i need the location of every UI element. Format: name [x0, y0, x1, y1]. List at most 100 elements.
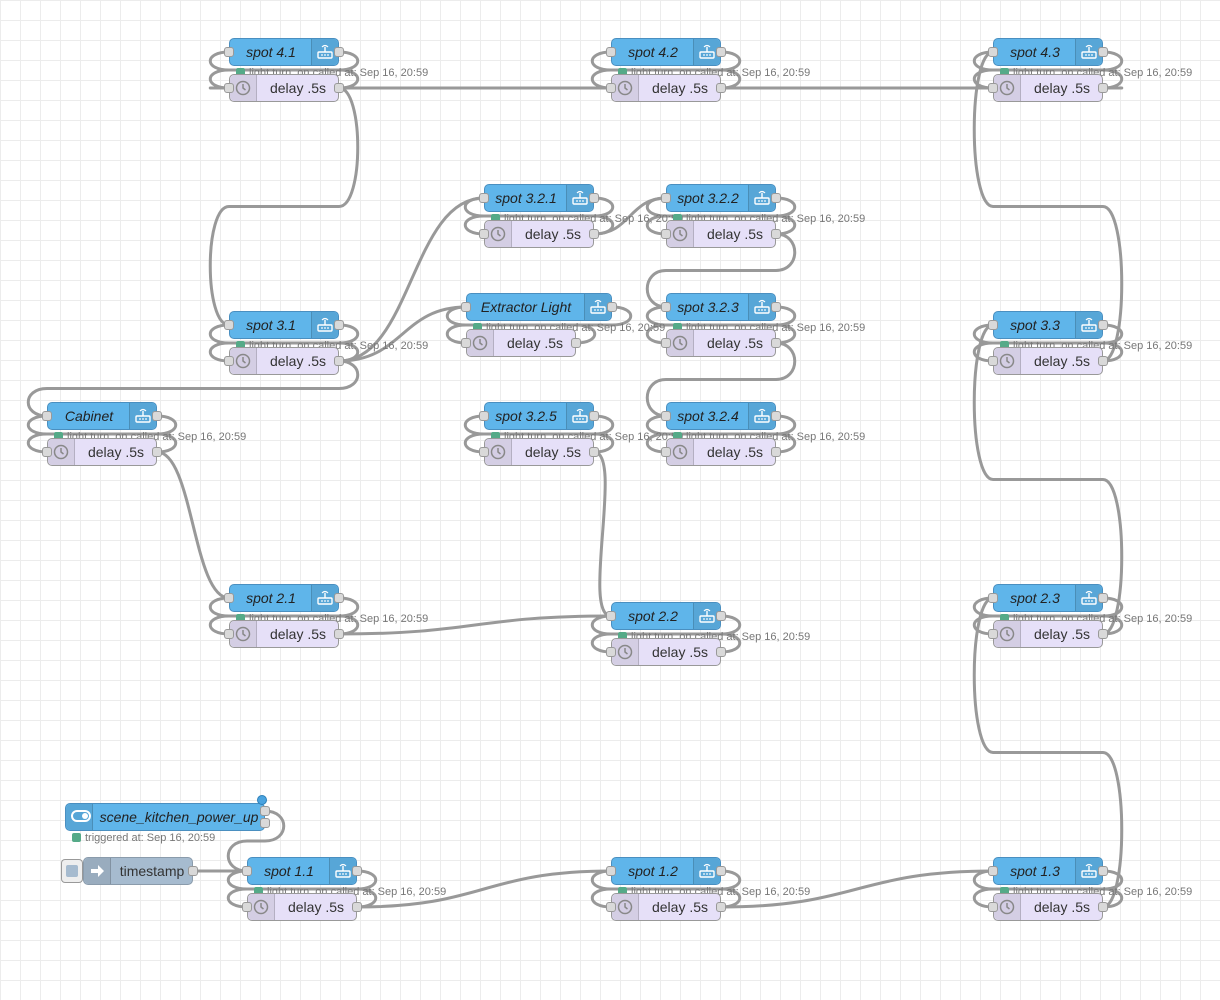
delay-node[interactable]: delay .5s: [229, 347, 339, 375]
ha-call-service-node[interactable]: Extractor Light: [466, 293, 612, 321]
input-port[interactable]: [42, 411, 52, 421]
input-port[interactable]: [461, 338, 471, 348]
output-port[interactable]: [334, 356, 344, 366]
ha-call-service-node[interactable]: spot 3.3: [993, 311, 1103, 339]
delay-node[interactable]: delay .5s: [993, 893, 1103, 921]
inject-button[interactable]: [61, 859, 83, 883]
output-port[interactable]: [352, 866, 362, 876]
input-port[interactable]: [988, 866, 998, 876]
output-port[interactable]: [334, 629, 344, 639]
output-port[interactable]: [771, 447, 781, 457]
output-port[interactable]: [716, 902, 726, 912]
input-port[interactable]: [661, 411, 671, 421]
output-port[interactable]: [771, 338, 781, 348]
delay-node[interactable]: delay .5s: [611, 638, 721, 666]
ha-call-service-node[interactable]: spot 3.2.2: [666, 184, 776, 212]
input-port[interactable]: [988, 902, 998, 912]
input-port[interactable]: [479, 193, 489, 203]
input-port[interactable]: [606, 83, 616, 93]
input-port[interactable]: [479, 229, 489, 239]
inject-node[interactable]: timestamp: [83, 857, 193, 885]
input-port[interactable]: [606, 902, 616, 912]
input-port[interactable]: [606, 866, 616, 876]
input-port[interactable]: [479, 447, 489, 457]
output-port[interactable]: [260, 806, 270, 816]
input-port[interactable]: [988, 320, 998, 330]
output-port[interactable]: [1098, 320, 1108, 330]
input-port[interactable]: [461, 302, 471, 312]
ha-call-service-node[interactable]: spot 3.2.1: [484, 184, 594, 212]
delay-node[interactable]: delay .5s: [229, 74, 339, 102]
ha-call-service-node[interactable]: spot 1.2: [611, 857, 721, 885]
input-port[interactable]: [224, 356, 234, 366]
ha-call-service-node[interactable]: Cabinet: [47, 402, 157, 430]
delay-node[interactable]: delay .5s: [247, 893, 357, 921]
output-port[interactable]: [589, 411, 599, 421]
output-port[interactable]: [1098, 47, 1108, 57]
output-port[interactable]: [716, 866, 726, 876]
output-port[interactable]: [1098, 629, 1108, 639]
input-port[interactable]: [224, 593, 234, 603]
output-port[interactable]: [716, 47, 726, 57]
output-port[interactable]: [334, 47, 344, 57]
input-port[interactable]: [479, 411, 489, 421]
output-port[interactable]: [589, 229, 599, 239]
input-port[interactable]: [224, 320, 234, 330]
delay-node[interactable]: delay .5s: [466, 329, 576, 357]
output-port[interactable]: [716, 83, 726, 93]
input-port[interactable]: [242, 866, 252, 876]
delay-node[interactable]: delay .5s: [611, 893, 721, 921]
delay-node[interactable]: delay .5s: [229, 620, 339, 648]
output-port[interactable]: [607, 302, 617, 312]
input-port[interactable]: [242, 902, 252, 912]
output-port[interactable]: [334, 320, 344, 330]
delay-node[interactable]: delay .5s: [666, 329, 776, 357]
output-port[interactable]: [152, 447, 162, 457]
input-port[interactable]: [224, 629, 234, 639]
delay-node[interactable]: delay .5s: [993, 620, 1103, 648]
output-port[interactable]: [771, 193, 781, 203]
ha-call-service-node[interactable]: spot 3.2.3: [666, 293, 776, 321]
ha-call-service-node[interactable]: spot 3.1: [229, 311, 339, 339]
output-port[interactable]: [1098, 356, 1108, 366]
input-port[interactable]: [224, 47, 234, 57]
output-port[interactable]: [188, 866, 198, 876]
ha-call-service-node[interactable]: spot 1.3: [993, 857, 1103, 885]
input-port[interactable]: [661, 447, 671, 457]
ha-call-service-node[interactable]: spot 3.2.4: [666, 402, 776, 430]
output-port[interactable]: [1098, 593, 1108, 603]
ha-call-service-node[interactable]: spot 2.2: [611, 602, 721, 630]
input-port[interactable]: [988, 83, 998, 93]
input-port[interactable]: [661, 229, 671, 239]
ha-call-service-node[interactable]: spot 1.1: [247, 857, 357, 885]
ha-call-service-node[interactable]: spot 3.2.5: [484, 402, 594, 430]
output-port[interactable]: [771, 229, 781, 239]
wire[interactable]: [593, 450, 612, 618]
output-port[interactable]: [771, 411, 781, 421]
input-port[interactable]: [988, 47, 998, 57]
output-port[interactable]: [1098, 902, 1108, 912]
output-port[interactable]: [716, 611, 726, 621]
wire[interactable]: [208, 86, 360, 327]
output-port[interactable]: [334, 83, 344, 93]
ha-call-service-node[interactable]: spot 4.2: [611, 38, 721, 66]
output-port[interactable]: [589, 447, 599, 457]
output-port[interactable]: [1098, 83, 1108, 93]
delay-node[interactable]: delay .5s: [666, 438, 776, 466]
ha-call-service-node[interactable]: spot 4.1: [229, 38, 339, 66]
wire[interactable]: [156, 450, 230, 600]
delay-node[interactable]: delay .5s: [993, 74, 1103, 102]
output-port[interactable]: [334, 593, 344, 603]
input-port[interactable]: [988, 593, 998, 603]
wire[interactable]: [338, 196, 485, 363]
output-port[interactable]: [1098, 866, 1108, 876]
output-port[interactable]: [152, 411, 162, 421]
input-port[interactable]: [988, 629, 998, 639]
delay-node[interactable]: delay .5s: [993, 347, 1103, 375]
delay-node[interactable]: delay .5s: [484, 438, 594, 466]
delay-node[interactable]: delay .5s: [484, 220, 594, 248]
input-port[interactable]: [661, 302, 671, 312]
delay-node[interactable]: delay .5s: [666, 220, 776, 248]
input-port[interactable]: [661, 193, 671, 203]
